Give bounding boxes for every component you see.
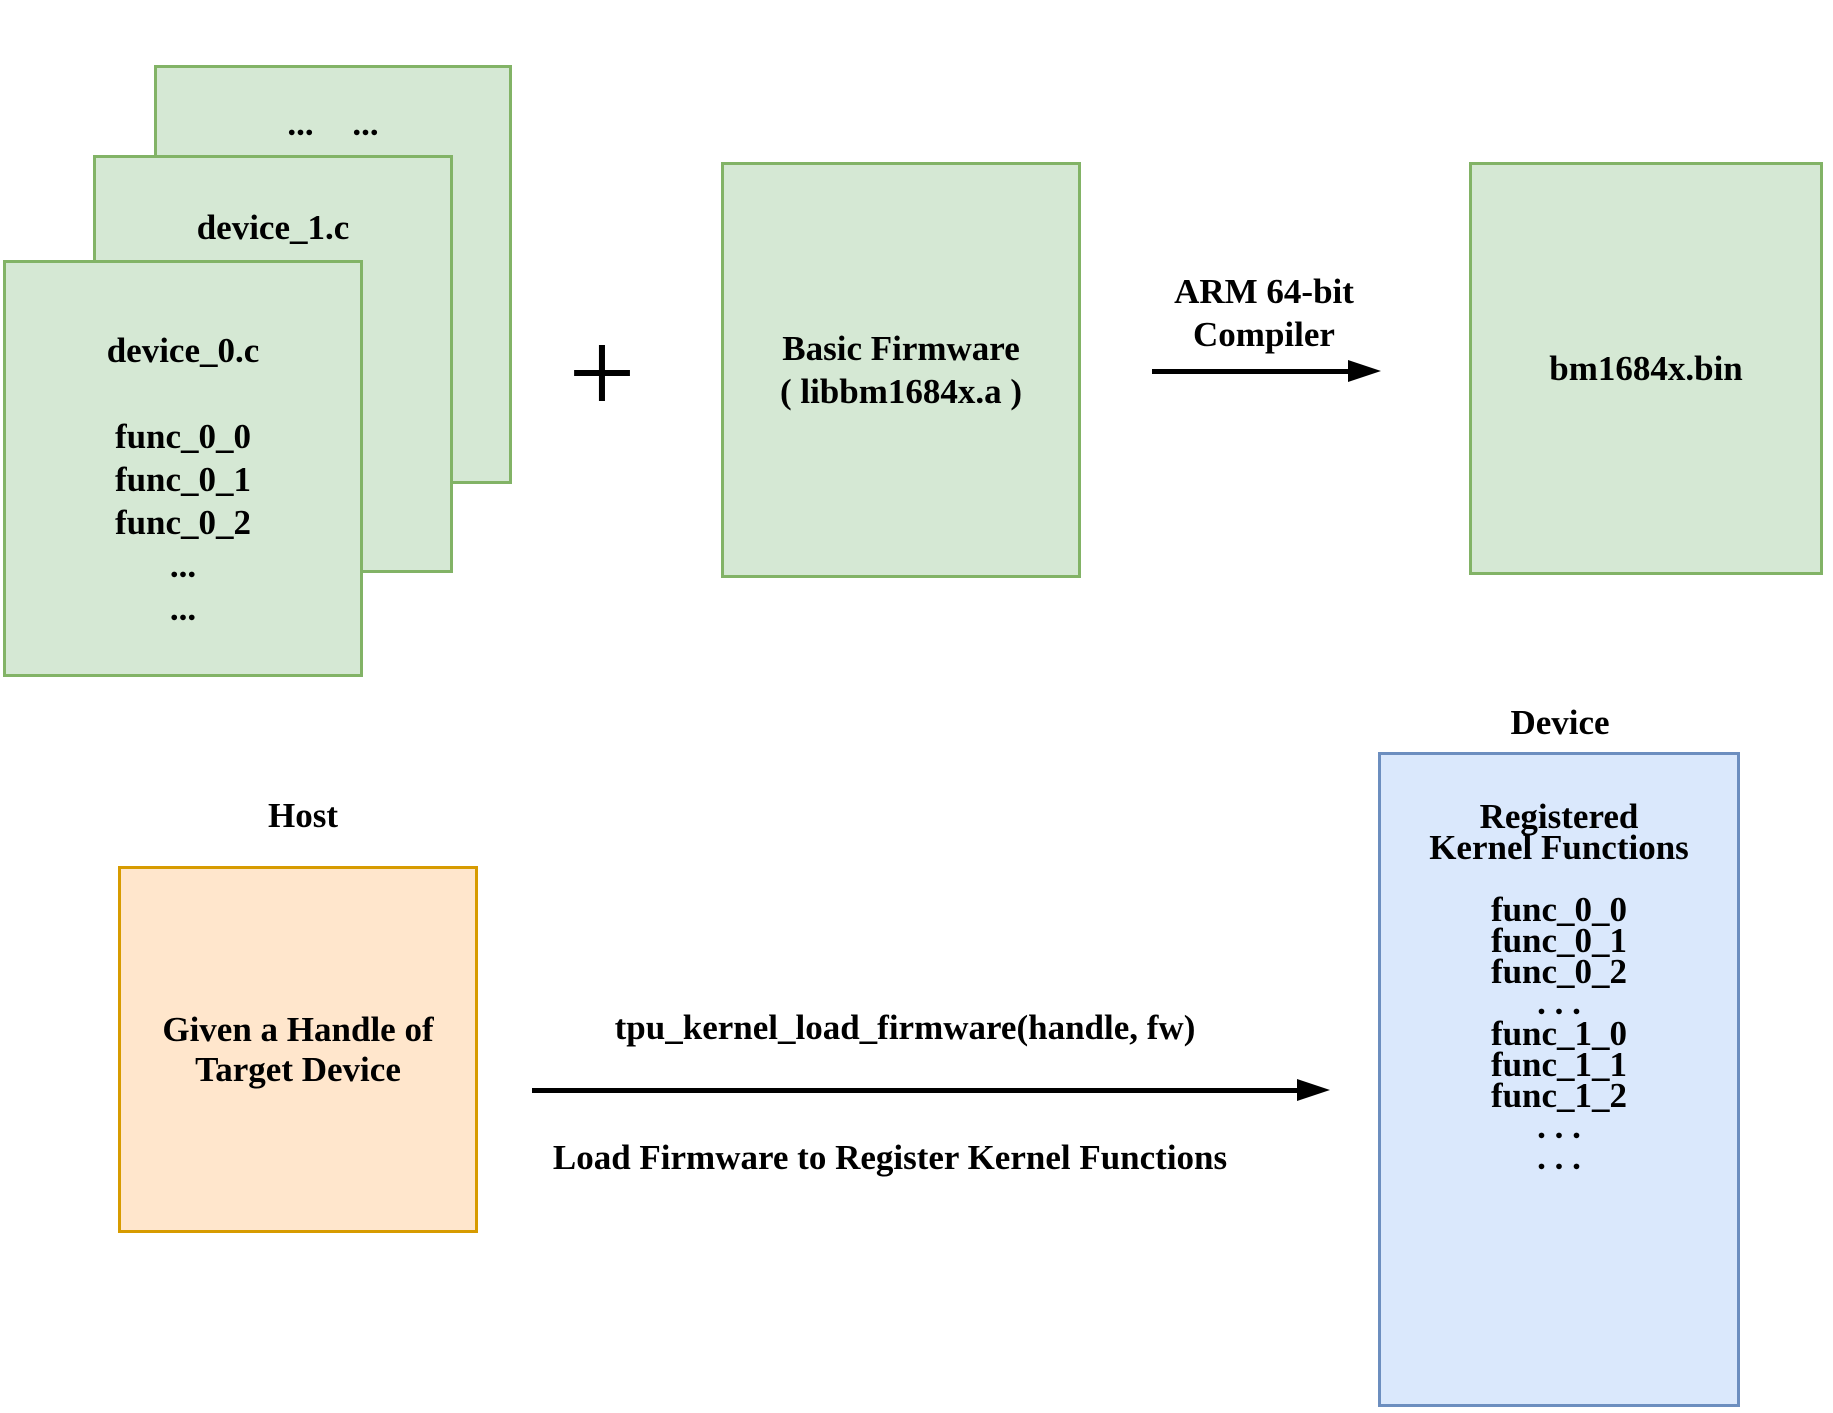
basic-firmware-line1: Basic Firmware (782, 329, 1020, 368)
source-file-back-dots: ... ... (287, 104, 379, 143)
ellipsis-row: ... (169, 589, 197, 628)
load-firmware-arrow-head-icon (1297, 1079, 1330, 1101)
registered-function-name: func_0_1 (1490, 921, 1628, 960)
basic-firmware-box: Basic Firmware ( libbm1684x.a ) (721, 162, 1081, 578)
source-file-device1-title: device_1.c (196, 208, 350, 247)
registered-function-name: func_1_0 (1490, 1014, 1628, 1053)
registered-function-name: func_1_2 (1490, 1076, 1628, 1115)
registered-kernel-heading-line2: Kernel Functions (1429, 828, 1689, 867)
load-firmware-caption: Load Firmware to Register Kernel Functio… (552, 1138, 1228, 1177)
bin-file-box: bm1684x.bin (1469, 162, 1823, 575)
compiler-label-line2: Compiler (1193, 315, 1335, 354)
ellipsis-row: . . . (1537, 983, 1581, 1022)
compiler-arrow-label: ARM 64-bit Compiler (1144, 270, 1384, 356)
load-firmware-arrow-shaft (532, 1088, 1297, 1093)
function-name: func_0_0 (114, 417, 252, 456)
registered-function-name: func_0_2 (1490, 952, 1628, 991)
source-file-box-device0: device_0.c func_0_0 func_0_1 func_0_2 ..… (3, 260, 363, 677)
plus-sign: + (568, 306, 636, 439)
registered-kernel-heading-line1: Registered (1479, 797, 1639, 836)
bin-file-label: bm1684x.bin (1549, 349, 1743, 388)
device-title: Device (1510, 703, 1610, 742)
host-box: Given a Handle of Target Device (118, 866, 478, 1233)
registered-function-name: func_0_0 (1490, 890, 1628, 929)
load-firmware-call-label: tpu_kernel_load_firmware(handle, fw) (614, 1008, 1196, 1047)
host-box-line1: Given a Handle of (162, 1009, 434, 1049)
host-box-line2: Target Device (195, 1049, 401, 1089)
source-file-device0-title: device_0.c (106, 331, 260, 370)
device-box: Registered Kernel Functions func_0_0 fun… (1378, 752, 1740, 1407)
function-name: func_0_2 (114, 503, 252, 542)
function-name: func_0_1 (114, 460, 252, 499)
ellipsis-row: . . . (1537, 1107, 1581, 1146)
registered-function-name: func_1_1 (1490, 1045, 1628, 1084)
compiler-arrow-head-icon (1348, 360, 1381, 382)
compiler-arrow-shaft (1152, 369, 1348, 374)
basic-firmware-line2: ( libbm1684x.a ) (779, 372, 1023, 411)
compiler-label-line1: ARM 64-bit (1174, 272, 1354, 311)
ellipsis-row: ... (169, 546, 197, 585)
spacer (6, 372, 360, 415)
host-title: Host (268, 796, 338, 835)
ellipsis-row: . . . (1537, 1138, 1581, 1177)
